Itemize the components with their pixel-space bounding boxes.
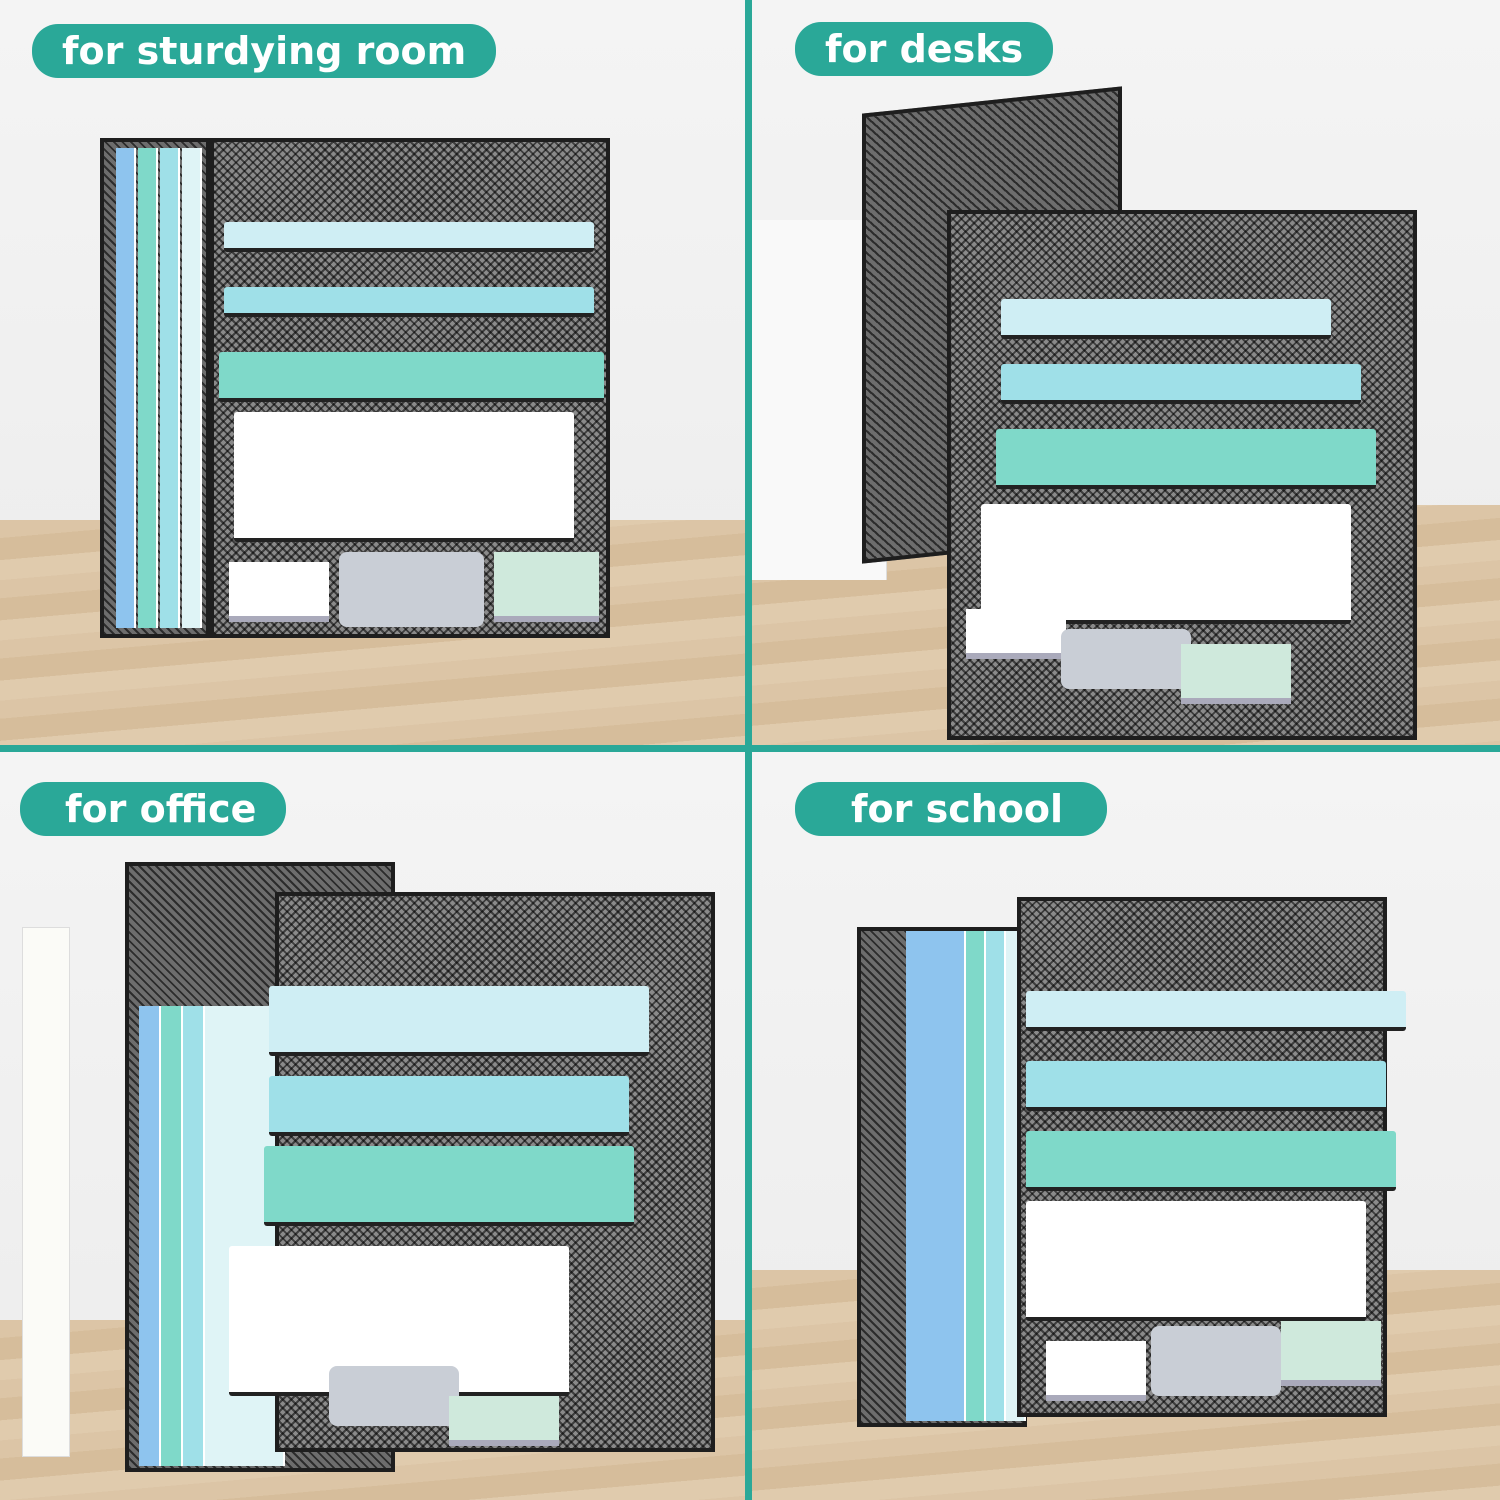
mesh-organizer (210, 138, 610, 638)
label-pill: for sturdying room (32, 24, 497, 78)
scene-desks: for desks (752, 0, 1500, 745)
mesh-organizer (947, 210, 1417, 740)
book (22, 927, 70, 1457)
scene-school: for school (752, 752, 1500, 1500)
label-pill: for desks (795, 22, 1054, 76)
scene-studying-room: for sturdying room (0, 0, 745, 745)
file-sorter (857, 927, 1027, 1427)
file-sorter (100, 138, 210, 638)
mesh-organizer (1017, 897, 1406, 1417)
mesh-organizer (229, 892, 715, 1452)
scene-office: for office (0, 752, 745, 1500)
label-pill: for office (20, 782, 287, 836)
label-pill: for school (795, 782, 1108, 836)
